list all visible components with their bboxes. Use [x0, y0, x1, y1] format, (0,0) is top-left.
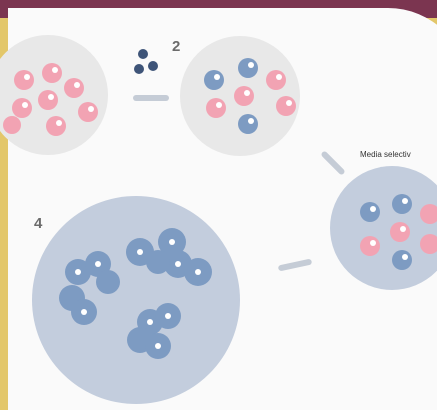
media-selective-label: Media selectiv	[360, 150, 411, 159]
dish-2-cells	[204, 58, 296, 134]
dish-4	[32, 196, 240, 404]
colony-3	[127, 303, 181, 359]
dish-3-cells	[360, 194, 437, 270]
colony-2	[126, 228, 212, 286]
dish-3	[330, 166, 437, 290]
vector-dots	[134, 49, 158, 74]
dish-3-plate	[330, 166, 437, 290]
step-4-label: 4	[34, 215, 43, 232]
arrow-3	[278, 259, 312, 271]
dish-1	[0, 35, 108, 155]
arrow-1	[133, 95, 169, 101]
colony-1	[59, 251, 120, 325]
dish-1-cells	[3, 63, 98, 136]
dish-2	[180, 36, 300, 156]
arrow-2	[321, 151, 345, 175]
step-2-label: 2	[172, 38, 181, 55]
dish-4-plate	[32, 196, 240, 404]
